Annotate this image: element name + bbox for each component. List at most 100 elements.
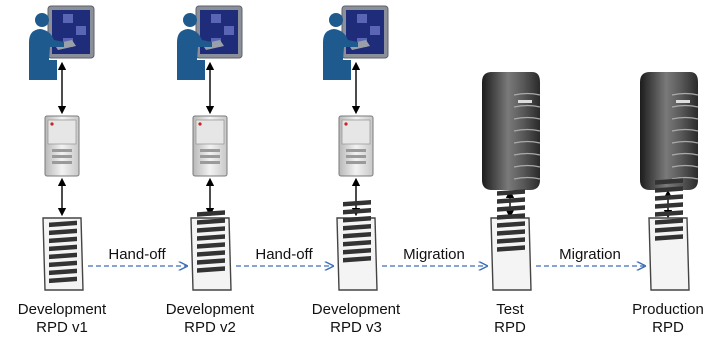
server-ridge	[513, 92, 541, 96]
server-ridge	[671, 152, 699, 156]
document-stripe	[197, 218, 225, 225]
drive-bay	[52, 161, 72, 164]
document-stripe	[343, 208, 371, 215]
screen-window	[370, 26, 380, 35]
document-stripe	[497, 221, 525, 228]
document-stripe	[343, 240, 371, 247]
document-stripe	[655, 202, 683, 209]
document-stripe	[49, 260, 77, 268]
document-stripe	[49, 244, 77, 252]
drive-bay	[200, 149, 220, 152]
document-stripe	[343, 200, 371, 207]
server-ridge	[513, 164, 541, 168]
person-body	[29, 29, 64, 80]
person-body	[323, 29, 358, 80]
keyboard	[54, 40, 76, 50]
rpd-document-icon	[336, 200, 378, 291]
server-ridge	[513, 128, 541, 132]
document-stripe	[655, 186, 683, 193]
document-stripe	[49, 236, 77, 244]
stage-label-line1: Development	[311, 301, 401, 318]
transition-label: Migration	[559, 246, 621, 263]
document-stripe	[343, 216, 371, 223]
document-stripe	[655, 210, 683, 217]
server-icon	[338, 115, 374, 177]
stage-label-line2: RPD	[494, 319, 526, 336]
rpd-document-icon	[490, 189, 532, 291]
server-ridge	[671, 104, 699, 108]
user-workstation-icon	[29, 5, 95, 80]
document-stripe	[197, 242, 225, 249]
transition-label: Migration	[403, 246, 465, 263]
document-stripe	[197, 258, 225, 265]
screen-window	[63, 14, 73, 23]
document-stripe	[197, 266, 225, 273]
server-led	[50, 122, 54, 126]
rpd-document-icon	[648, 178, 690, 291]
drive-bay	[52, 155, 72, 158]
document-stripe	[49, 220, 77, 228]
rpd-document-icon	[42, 217, 84, 291]
drive-bay	[52, 149, 72, 152]
document-stripe	[49, 276, 77, 284]
server-ridge	[513, 116, 541, 120]
stage-label-line1: Production	[632, 301, 704, 318]
document-stripe	[497, 229, 525, 236]
server-led	[344, 122, 348, 126]
transition-label: Hand-off	[108, 246, 166, 263]
document-stripe	[343, 256, 371, 263]
user-workstation-icon	[177, 5, 243, 80]
stage-label-line1: Development	[165, 301, 255, 318]
server-ridge	[513, 152, 541, 156]
document-stripe	[655, 178, 683, 185]
document-stripe	[497, 189, 525, 196]
stage-label-line2: RPD	[652, 319, 684, 336]
server-ridge	[671, 140, 699, 144]
document-stripe	[343, 248, 371, 255]
stage-label-line2: RPD v3	[330, 319, 382, 336]
document-stripe	[343, 232, 371, 239]
person-head	[329, 13, 343, 27]
screen-window	[224, 26, 234, 35]
keyboard	[348, 40, 370, 50]
document-stripe	[49, 228, 77, 236]
transition-label: Hand-off	[255, 246, 313, 263]
stage-label-line2: RPD v2	[184, 319, 236, 336]
server-slot	[676, 100, 690, 103]
drive-bay	[346, 161, 366, 164]
server-ridge	[671, 128, 699, 132]
drive-bay	[200, 161, 220, 164]
document-stripe	[197, 250, 225, 257]
stage-label-line2: RPD v1	[36, 319, 88, 336]
user-workstation-icon	[323, 5, 389, 80]
screen-window	[76, 26, 86, 35]
document-stripe	[655, 194, 683, 201]
server-ridge	[671, 176, 699, 180]
drive-bay	[200, 155, 220, 158]
drive-bay	[346, 149, 366, 152]
server-tower	[640, 72, 698, 190]
stage-label-line1: Test	[496, 301, 524, 318]
document-stripe	[197, 210, 225, 217]
document-stripe	[197, 226, 225, 233]
server-ridge	[513, 140, 541, 144]
screen-window	[211, 14, 221, 23]
server-ridge	[671, 164, 699, 168]
drive-bay	[346, 155, 366, 158]
server-ridge	[671, 116, 699, 120]
server-ridge	[513, 104, 541, 108]
document-stripe	[343, 224, 371, 231]
server-ridge	[671, 92, 699, 96]
keyboard	[202, 40, 224, 50]
server-icon	[192, 115, 228, 177]
stage-label-line1: Development	[17, 301, 107, 318]
large-server-icon	[640, 72, 699, 190]
document-stripe	[497, 213, 525, 220]
